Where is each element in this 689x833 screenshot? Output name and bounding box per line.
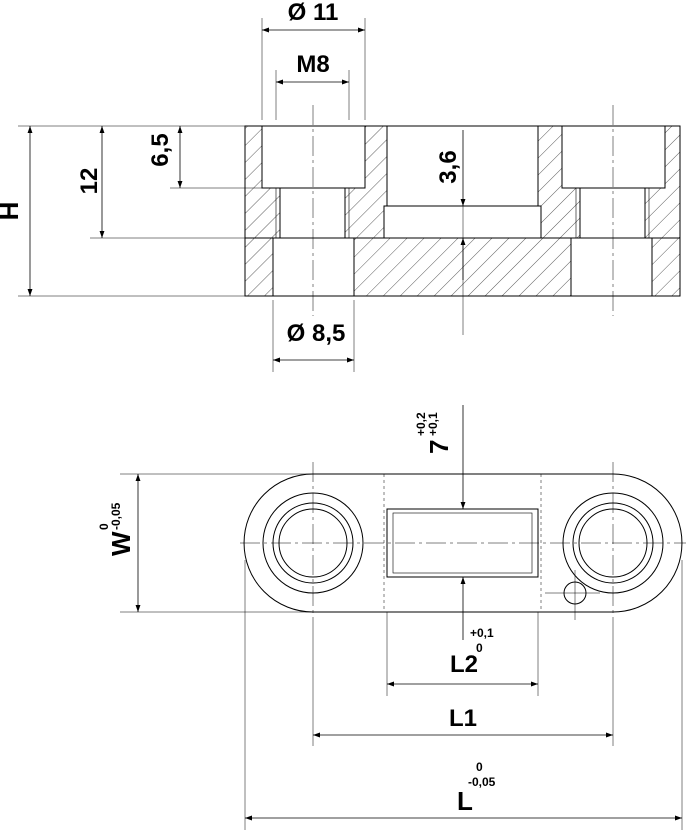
length-label: L xyxy=(457,786,473,816)
width-label: W xyxy=(106,531,136,556)
slot-width-dimension: 7 +0,2 +0,1 xyxy=(414,412,454,454)
right-thread xyxy=(579,187,646,239)
hole-spacing-label: L1 xyxy=(449,705,477,732)
left-through-hole xyxy=(272,237,355,297)
width-upper-tol: 0 xyxy=(97,523,111,530)
hole-diameter-label: Ø 8,5 xyxy=(287,320,346,347)
slot-length-lower-tol: 0 xyxy=(476,641,483,655)
left-counterbore xyxy=(261,125,366,189)
slot-width-label: 7 xyxy=(424,440,454,454)
right-through-hole xyxy=(570,237,653,297)
thread-label: M8 xyxy=(296,51,329,78)
slot-depth-label: 3,6 xyxy=(435,150,462,183)
slot-length-label: L2 xyxy=(450,651,478,678)
right-counterbore xyxy=(561,125,666,189)
slot-lower xyxy=(383,205,542,239)
left-thread xyxy=(279,187,346,239)
slot-width-lower-tol: +0,1 xyxy=(426,412,440,436)
slot-length-upper-tol: +0,1 xyxy=(470,626,494,640)
length-upper-tol: 0 xyxy=(476,760,483,774)
hatched-regions xyxy=(245,126,680,296)
slot-width-upper-tol: +0,2 xyxy=(414,412,428,436)
plan-dimensions xyxy=(120,405,683,830)
depth-65-label: 6,5 xyxy=(147,133,174,166)
depth-12-label: 12 xyxy=(76,168,103,195)
slot-upper xyxy=(386,125,539,207)
width-dimension: W 0 -0,05 xyxy=(97,502,136,556)
width-lower-tol: -0,05 xyxy=(109,502,123,530)
top-view xyxy=(240,462,686,620)
length-lower-tol: -0,05 xyxy=(468,775,496,789)
section-view xyxy=(244,105,681,335)
bore-diameter-label: Ø 11 xyxy=(288,0,339,26)
section-dimensions xyxy=(18,18,466,372)
height-label: H xyxy=(0,202,24,221)
